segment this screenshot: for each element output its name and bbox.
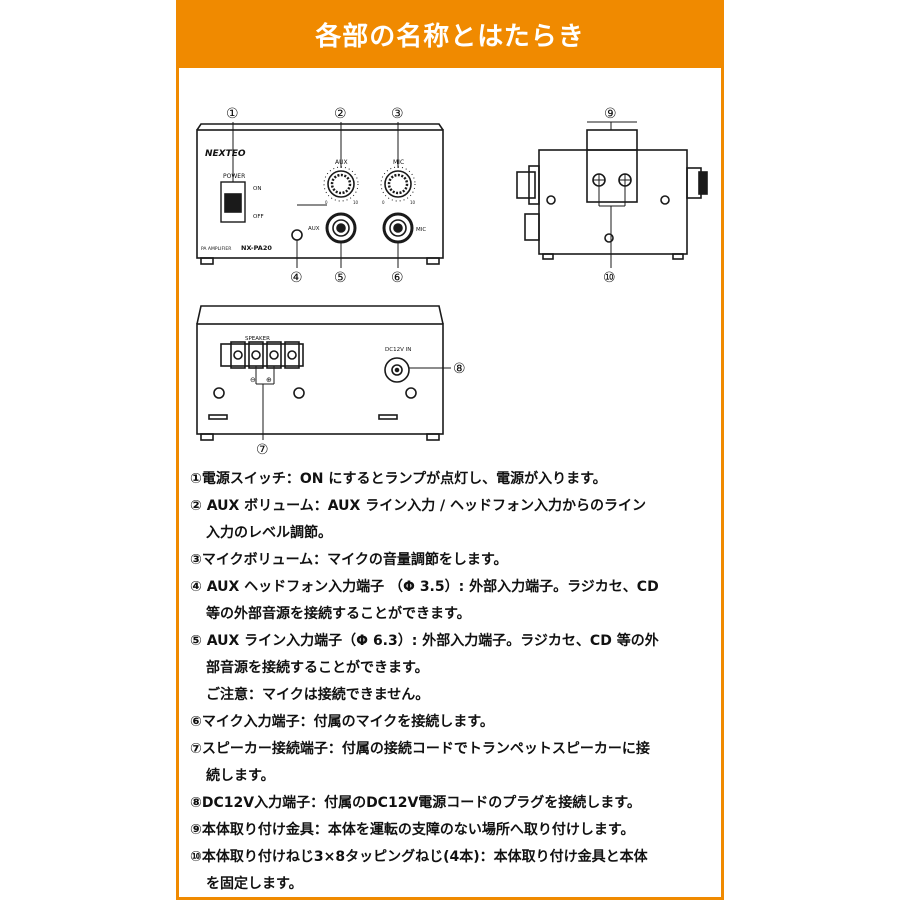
content-frame — [176, 0, 724, 900]
callout-2: ② — [334, 106, 347, 122]
mic-knob-min: 0 — [382, 200, 385, 205]
item-3-line-1: ③マイクボリューム：マイクの音量調節をします。 — [190, 552, 508, 568]
item-5-line-2: 部音源を接続することができます。 — [206, 660, 429, 676]
list-item: ⑨本体取り付け金具：本体を運転の支障のない場所へ取り付けします。 — [190, 817, 715, 844]
item-2-line-2: 入力のレベル調節。 — [206, 525, 332, 541]
list-item: ⑩本体取り付けねじ3×8タッピングねじ(4本)：本体取り付け金具と本体 を固定し… — [190, 844, 715, 898]
item-5-caution: ご注意：マイクは接続できません。 — [206, 687, 430, 703]
list-item: ①電源スイッチ：ON にするとランプが点灯し、電源が入ります。 — [190, 466, 715, 493]
item-7-line-2: 続します。 — [206, 768, 275, 784]
aux-headphone-jack[interactable] — [291, 229, 303, 241]
item-5-line-1: ⑤ AUX ライン入力端子（Φ 6.3）: 外部入力端子。ラジカセ、CD 等の外 — [190, 633, 659, 649]
terminal-minus: ⊖ — [250, 376, 256, 384]
mic-jack[interactable] — [382, 212, 414, 244]
callout-4: ④ — [290, 270, 303, 286]
terminal-plus: ⊕ — [266, 376, 272, 384]
front-panel: NEXTEO POWER ON OFF PA AMPLIFIER NX-PA20… — [196, 122, 444, 268]
item-4-line-1: ④ AUX ヘッドフォン入力端子 （Φ 3.5）: 外部入力端子。ラジカセ、CD — [190, 579, 659, 595]
page-header: 各部の名称とはたらき — [176, 0, 724, 68]
callout-10: ⑩ — [603, 270, 616, 286]
list-item: ② AUX ボリューム：AUX ライン入力 / ヘッドフォン入力からのライン 入… — [190, 493, 715, 547]
list-item: ⑤ AUX ライン入力端子（Φ 6.3）: 外部入力端子。ラジカセ、CD 等の外… — [190, 628, 715, 709]
list-item: ③マイクボリューム：マイクの音量調節をします。 — [190, 547, 715, 574]
diagram-area: NEXTEO POWER ON OFF PA AMPLIFIER NX-PA20… — [196, 106, 708, 458]
aux-knob-max: 10 — [353, 200, 359, 205]
list-item: ④ AUX ヘッドフォン入力端子 （Φ 3.5）: 外部入力端子。ラジカセ、CD… — [190, 574, 715, 628]
model-number: NX-PA20 — [241, 244, 272, 252]
model-prefix: PA AMPLIFIER — [201, 246, 231, 252]
aux-volume-knob[interactable] — [323, 166, 359, 202]
callout-8: ⑧ — [453, 361, 466, 377]
callout-7: ⑦ — [256, 442, 269, 458]
mic-knob-max: 10 — [410, 200, 416, 205]
aux-line-jack[interactable] — [325, 212, 357, 244]
callout-6: ⑥ — [391, 270, 404, 286]
item-10-line-1: ⑩本体取り付けねじ3×8タッピングねじ(4本)：本体取り付け金具と本体 — [190, 849, 648, 865]
rear-panel: SPEAKER ⊖ ⊕ DC12V IN — [196, 305, 451, 441]
item-10-line-2: を固定します。 — [206, 876, 303, 892]
item-1-line-1: ①電源スイッチ：ON にするとランプが点灯し、電源が入ります。 — [190, 471, 607, 487]
speaker-terminal[interactable] — [220, 341, 304, 369]
list-item: ⑧DC12V入力端子：付属のDC12V電源コードのプラグを接続します。 — [190, 790, 715, 817]
on-label: ON — [253, 186, 261, 192]
item-8-line-1: ⑧DC12V入力端子：付属のDC12V電源コードのプラグを接続します。 — [190, 795, 641, 811]
page-title: 各部の名称とはたらき — [315, 21, 585, 52]
power-label: POWER — [223, 173, 245, 180]
list-item: ⑥マイク入力端子：付属のマイクを接続します。 — [190, 709, 715, 736]
item-7-line-1: ⑦スピーカー接続端子：付属の接続コードでトランペットスピーカーに接 — [190, 741, 650, 757]
item-4-line-2: 等の外部音源を接続することができます。 — [206, 606, 471, 622]
side-view — [516, 121, 708, 268]
callout-3: ③ — [391, 106, 404, 122]
aux-jack-label: AUX — [308, 226, 320, 232]
description-list: ①電源スイッチ：ON にするとランプが点灯し、電源が入ります。 ② AUX ボリ… — [190, 466, 715, 898]
callout-5: ⑤ — [334, 270, 347, 286]
item-2-line-1: ② AUX ボリューム：AUX ライン入力 / ヘッドフォン入力からのライン — [190, 498, 647, 514]
list-item: ⑦スピーカー接続端子：付属の接続コードでトランペットスピーカーに接 続します。 — [190, 736, 715, 790]
mic-volume-label: MIC — [393, 159, 404, 166]
off-label: OFF — [253, 214, 264, 220]
mic-volume-knob[interactable] — [380, 166, 416, 202]
item-6-line-1: ⑥マイク入力端子：付属のマイクを接続します。 — [190, 714, 494, 730]
callout-9: ⑨ — [604, 106, 617, 122]
dc-in-label: DC12V IN — [385, 347, 411, 353]
brand-logo: NEXTEO — [205, 149, 246, 159]
item-9-line-1: ⑨本体取り付け金具：本体を運転の支障のない場所へ取り付けします。 — [190, 822, 635, 838]
aux-knob-min: 0 — [325, 200, 328, 205]
mic-jack-label: MIC — [416, 227, 426, 233]
dc12v-input-jack[interactable] — [384, 357, 410, 383]
speaker-label: SPEAKER — [245, 336, 270, 342]
callout-1: ① — [226, 106, 239, 122]
